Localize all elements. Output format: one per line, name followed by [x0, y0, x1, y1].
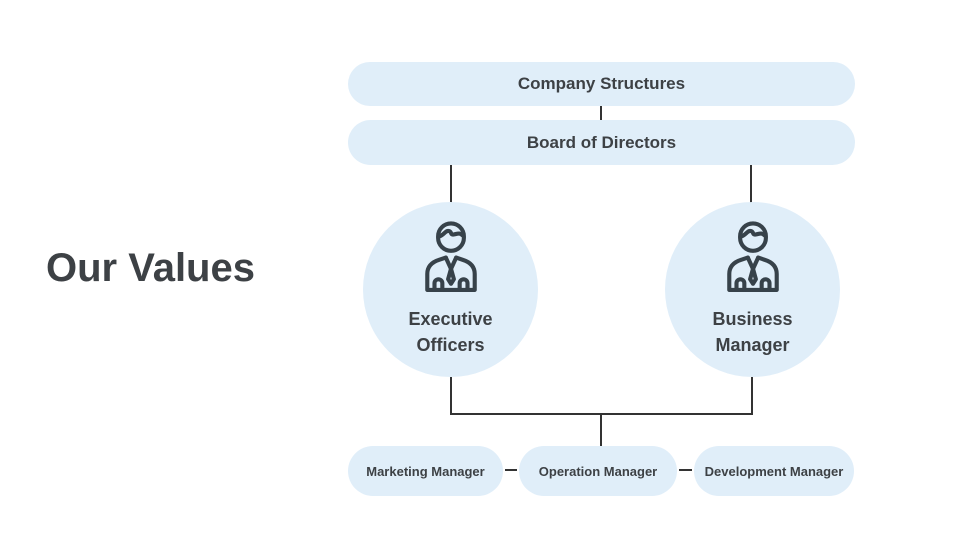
org-node-business-manager: Business Manager	[665, 202, 840, 377]
org-node-marketing-manager-label: Marketing Manager	[366, 463, 485, 479]
label-line: Officers	[416, 335, 485, 355]
connector-bracket-to-operation	[600, 413, 602, 446]
org-node-board-of-directors: Board of Directors	[348, 120, 855, 165]
org-node-development-manager-label: Development Manager	[704, 463, 844, 479]
org-node-executive-officers: Executive Officers	[363, 202, 538, 377]
connector-operation-to-development	[679, 469, 692, 471]
connector-board-to-business	[750, 165, 752, 203]
connector-marketing-to-operation	[505, 469, 517, 471]
org-node-operation-manager-label: Operation Manager	[538, 463, 658, 479]
org-node-development-manager: Development Manager	[694, 446, 854, 496]
connector-executive-to-bracket	[450, 377, 452, 415]
org-node-executive-officers-label: Executive Officers	[408, 306, 492, 358]
org-node-operation-manager: Operation Manager	[519, 446, 677, 496]
org-node-board-of-directors-label: Board of Directors	[526, 132, 677, 152]
businessman-icon	[424, 221, 477, 293]
businessman-icon	[726, 221, 779, 293]
org-node-company-structures: Company Structures	[348, 62, 855, 106]
connector-board-to-executive	[450, 165, 452, 203]
org-node-business-manager-label: Business Manager	[712, 306, 792, 358]
org-node-company-structures-label: Company Structures	[517, 74, 686, 93]
org-node-marketing-manager: Marketing Manager	[348, 446, 503, 496]
connector-business-to-bracket	[751, 377, 753, 415]
connector-root-to-board	[600, 106, 602, 120]
label-line: Manager	[715, 335, 790, 355]
label-line: Business	[712, 309, 793, 329]
slide-title: Our Values	[46, 246, 255, 290]
label-line: Executive	[408, 309, 493, 329]
